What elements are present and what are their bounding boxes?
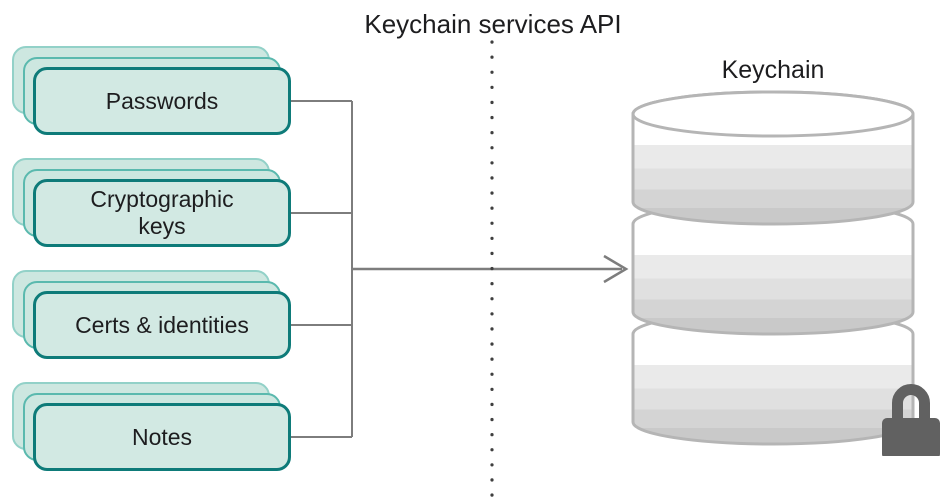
- card-stack-passwords: Passwords: [12, 46, 292, 136]
- api-boundary-title: Keychain services API: [364, 9, 622, 39]
- card-stack-cryptographic-keys: Cryptographic keys: [12, 158, 292, 248]
- card-label-certs-identities: Certs & identities: [75, 311, 249, 338]
- card-label-notes: Notes: [131, 423, 193, 450]
- card-notes: Notes: [33, 403, 291, 471]
- database-label: Keychain: [721, 56, 825, 84]
- card-stack-notes: Notes: [12, 382, 292, 472]
- card-certs-identities: Certs & identities: [33, 291, 291, 359]
- card-passwords: Passwords: [33, 67, 291, 135]
- database-disk-top: [631, 90, 915, 226]
- database-icon: [631, 90, 940, 456]
- card-stack-certs-identities: Certs & identities: [12, 270, 292, 360]
- lock-icon: [882, 384, 940, 456]
- arrow-right-icon: [603, 254, 629, 284]
- card-label-passwords: Passwords: [105, 87, 219, 114]
- card-cryptographic-keys: Cryptographic keys: [33, 179, 291, 247]
- card-label-cryptographic-keys: Cryptographic keys: [90, 186, 234, 239]
- database-top-ellipse: [631, 90, 915, 138]
